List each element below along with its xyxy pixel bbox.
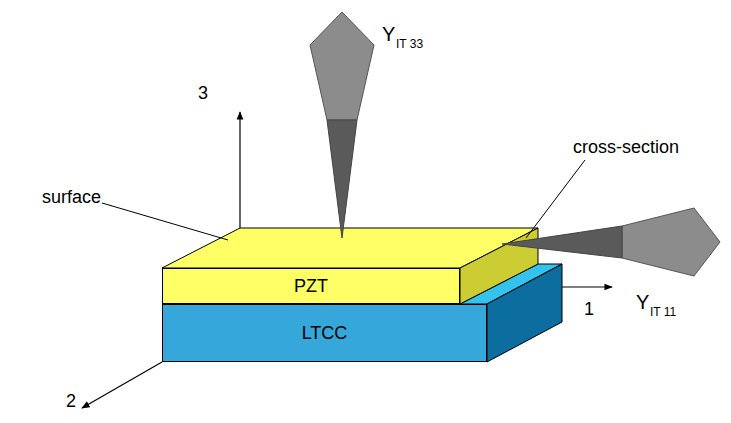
layer-label: LTCC [302, 323, 348, 344]
layer-label: PZT [294, 276, 328, 297]
pzt-cross-section-face [460, 228, 538, 304]
quantity-subscript: IT 11 [650, 306, 676, 318]
quantity-symbol: Y [636, 292, 649, 312]
axis-number: 3 [198, 84, 208, 102]
axis-1 [562, 286, 612, 287]
ltcc-substrate: LTCC [162, 304, 487, 362]
axis-number: 1 [584, 300, 594, 318]
indenter-head [622, 208, 720, 276]
leader-line [526, 160, 585, 238]
indenter-tip [327, 120, 357, 238]
leader-line [102, 203, 228, 240]
axis-3 [239, 112, 240, 228]
axis-2 [82, 362, 162, 408]
quantity-subscript: IT 33 [396, 38, 423, 50]
part-label: cross-section [573, 138, 679, 156]
axis-number: 2 [66, 392, 76, 410]
indenter-tip [502, 226, 622, 258]
pzt-layer: PZT [162, 268, 460, 304]
part-label: surface [42, 188, 101, 206]
quantity-symbol: Y [382, 24, 395, 44]
indenter-head [310, 12, 374, 120]
